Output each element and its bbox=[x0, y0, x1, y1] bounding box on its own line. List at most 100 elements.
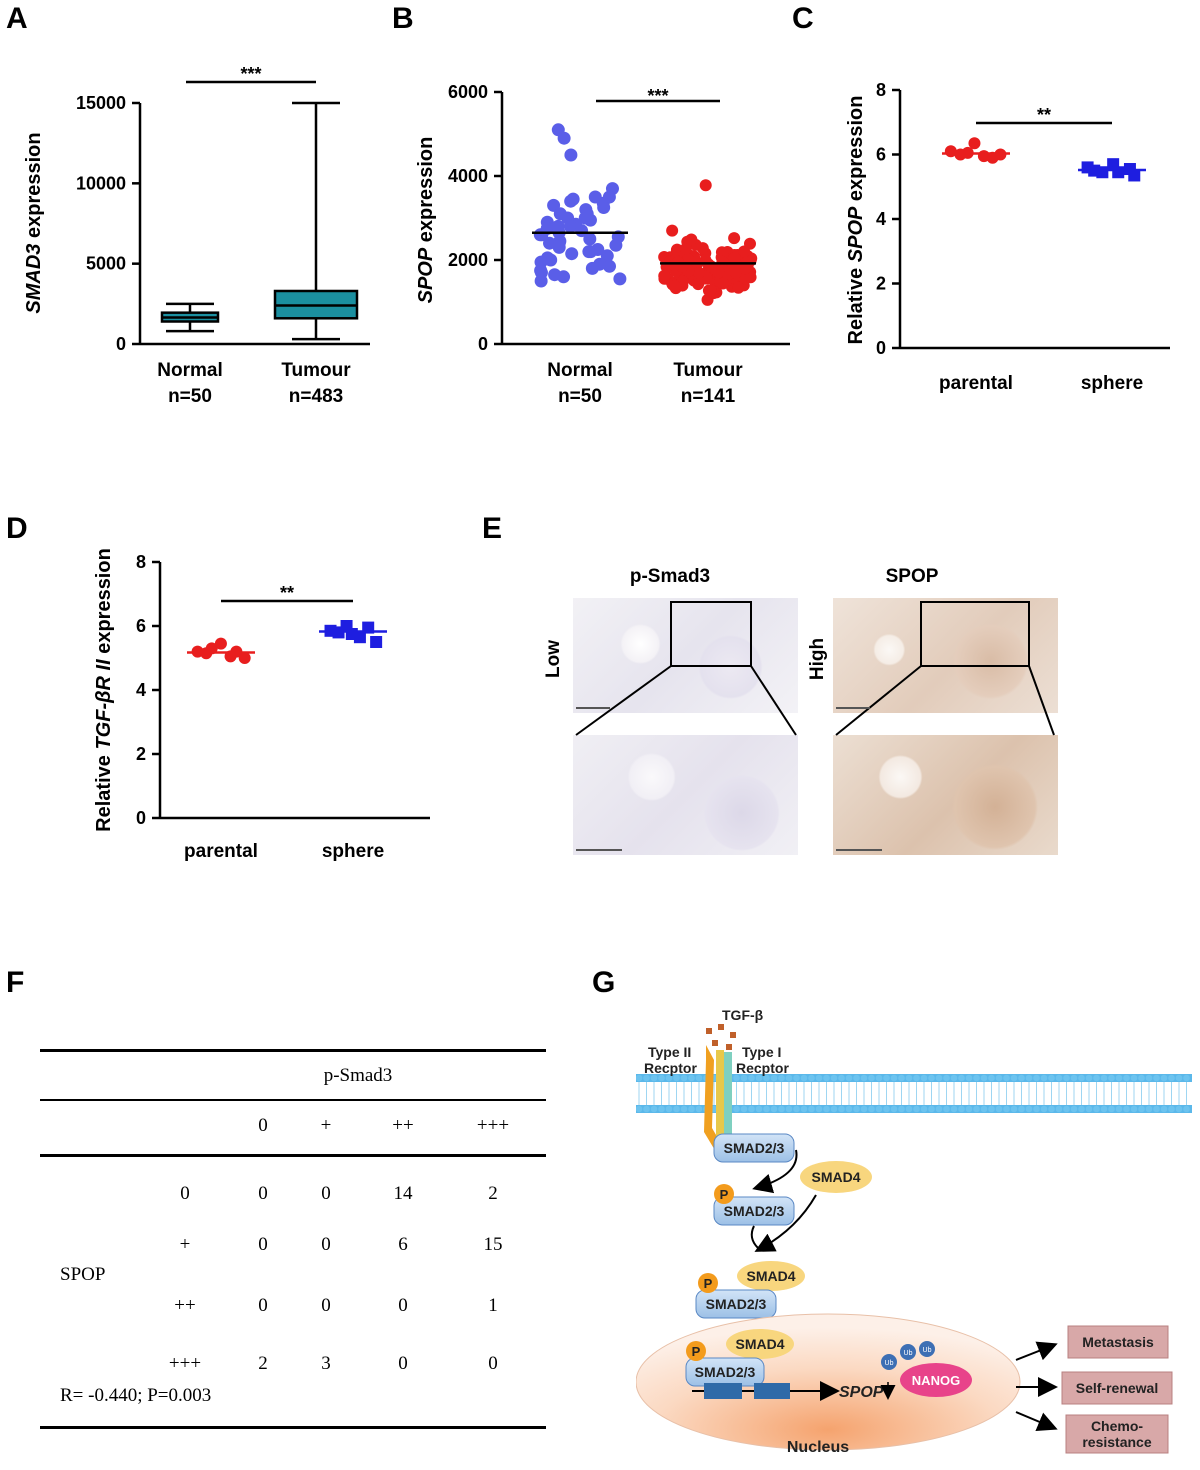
y-tick-label: 4 bbox=[136, 680, 146, 700]
table-col-header: p-Smad3 bbox=[323, 1065, 393, 1086]
lipid-head bbox=[688, 1105, 695, 1113]
y-tick-label: 4 bbox=[876, 209, 886, 229]
table-cell: 14 bbox=[393, 1183, 413, 1204]
lipid-head bbox=[1018, 1074, 1025, 1082]
lipid-head bbox=[680, 1105, 688, 1113]
lipid-head bbox=[808, 1074, 815, 1082]
table-cell: 1 bbox=[488, 1295, 498, 1316]
data-point bbox=[557, 131, 571, 145]
table-cell: 0 bbox=[321, 1234, 331, 1255]
lipid-head bbox=[1048, 1074, 1055, 1082]
lipid-head bbox=[658, 1074, 665, 1082]
outcome-chemoresistance: Chemo- resistance bbox=[1065, 1414, 1169, 1454]
lipid-head bbox=[793, 1105, 800, 1113]
lipid-head bbox=[778, 1074, 785, 1082]
cell-membrane bbox=[636, 1074, 1192, 1113]
lipid-head bbox=[1160, 1105, 1168, 1113]
data-point bbox=[658, 269, 671, 282]
type1-receptor-label: Recptor bbox=[736, 1060, 789, 1076]
lipid-head bbox=[1010, 1105, 1018, 1113]
data-point bbox=[609, 238, 623, 252]
lipid-head bbox=[928, 1105, 935, 1113]
lipid-head bbox=[1168, 1105, 1175, 1113]
row-level: +++ bbox=[168, 1353, 202, 1374]
smad4-free: SMAD4 bbox=[800, 1161, 872, 1193]
y-axis-label: Relative SPOP expression bbox=[845, 95, 867, 344]
lipid-head bbox=[636, 1074, 643, 1082]
y-axis-label: Relative TGF-βR II expression bbox=[93, 548, 115, 832]
smad-complex-nucleus: SMAD4 SMAD2/3 P bbox=[685, 1329, 794, 1387]
lipid-head bbox=[1003, 1074, 1010, 1082]
lipid-head bbox=[883, 1105, 890, 1113]
lipid-head bbox=[650, 1105, 658, 1113]
lipid-head bbox=[1130, 1074, 1138, 1082]
smad4-label: SMAD4 bbox=[746, 1268, 795, 1284]
lipid-head bbox=[973, 1074, 980, 1082]
lipid-head bbox=[1048, 1105, 1055, 1113]
tgf-beta-ligand bbox=[706, 1024, 736, 1050]
data-point bbox=[597, 201, 611, 214]
x-tick-n: n=483 bbox=[289, 386, 343, 407]
lipid-head bbox=[920, 1105, 928, 1113]
lipid-head bbox=[1183, 1074, 1190, 1082]
smad4-label: SMAD4 bbox=[811, 1169, 860, 1185]
data-point bbox=[743, 237, 756, 250]
smad23-label: SMAD2/3 bbox=[695, 1364, 756, 1380]
lipid-head bbox=[658, 1105, 665, 1113]
x-tick-n: n=50 bbox=[168, 386, 212, 407]
lipid-head bbox=[695, 1074, 703, 1082]
lipid-head bbox=[958, 1105, 965, 1113]
row-level: + bbox=[179, 1234, 191, 1255]
table-cell: 0 bbox=[258, 1234, 268, 1255]
lipid-head bbox=[883, 1074, 890, 1082]
nanog: NANOG bbox=[900, 1363, 972, 1397]
data-point bbox=[583, 232, 597, 246]
table-cell: 0 bbox=[258, 1295, 268, 1316]
correlation-table: p-Smad3 0 + ++ +++ SPOP 0 0 0 14 2 + 0 0… bbox=[40, 1045, 546, 1445]
data-point bbox=[600, 249, 614, 263]
outcome-self-renewal: Self-renewal bbox=[1061, 1371, 1173, 1405]
data-point bbox=[370, 636, 383, 648]
y-tick-label: 0 bbox=[136, 808, 146, 828]
lipid-head bbox=[845, 1105, 853, 1113]
ubiquitin-label: Ub bbox=[904, 1350, 913, 1357]
x-tick-n: n=50 bbox=[558, 386, 602, 407]
lipid-head bbox=[890, 1105, 898, 1113]
lipid-head bbox=[838, 1074, 845, 1082]
lipid-head bbox=[943, 1074, 950, 1082]
lipid-head bbox=[800, 1105, 808, 1113]
table-cell: 3 bbox=[321, 1353, 331, 1374]
lipid-head bbox=[1115, 1074, 1123, 1082]
lipid-head bbox=[898, 1105, 905, 1113]
data-point bbox=[716, 277, 729, 290]
outcome-arrows bbox=[1015, 1341, 1058, 1432]
lipid-head bbox=[838, 1105, 845, 1113]
smad-complex-cytoplasm: SMAD4 SMAD2/3 P bbox=[695, 1261, 805, 1319]
y-tick-label: 5000 bbox=[86, 254, 126, 274]
y-tick-label: 8 bbox=[136, 552, 146, 572]
lipid-head bbox=[793, 1074, 800, 1082]
data-point bbox=[738, 262, 751, 275]
lipid-head bbox=[785, 1105, 793, 1113]
panel-letter-f: F bbox=[6, 966, 25, 999]
lipid-head bbox=[898, 1074, 905, 1082]
nucleus-label: Nucleus bbox=[787, 1439, 849, 1456]
data-point bbox=[564, 194, 578, 208]
lipid-head bbox=[928, 1074, 935, 1082]
data-point bbox=[585, 261, 599, 275]
lipid-head bbox=[913, 1105, 920, 1113]
lipid-head bbox=[980, 1105, 988, 1113]
x-tick-label: sphere bbox=[1081, 373, 1143, 394]
significance-label: ** bbox=[280, 583, 294, 603]
lipid-head bbox=[1100, 1105, 1108, 1113]
lipid-head bbox=[748, 1074, 755, 1082]
lipid-head bbox=[830, 1074, 838, 1082]
lipid-head bbox=[673, 1105, 680, 1113]
lipid-head bbox=[988, 1105, 995, 1113]
data-point bbox=[557, 270, 571, 284]
lipid-head bbox=[830, 1105, 838, 1113]
lipid-head bbox=[1010, 1074, 1018, 1082]
